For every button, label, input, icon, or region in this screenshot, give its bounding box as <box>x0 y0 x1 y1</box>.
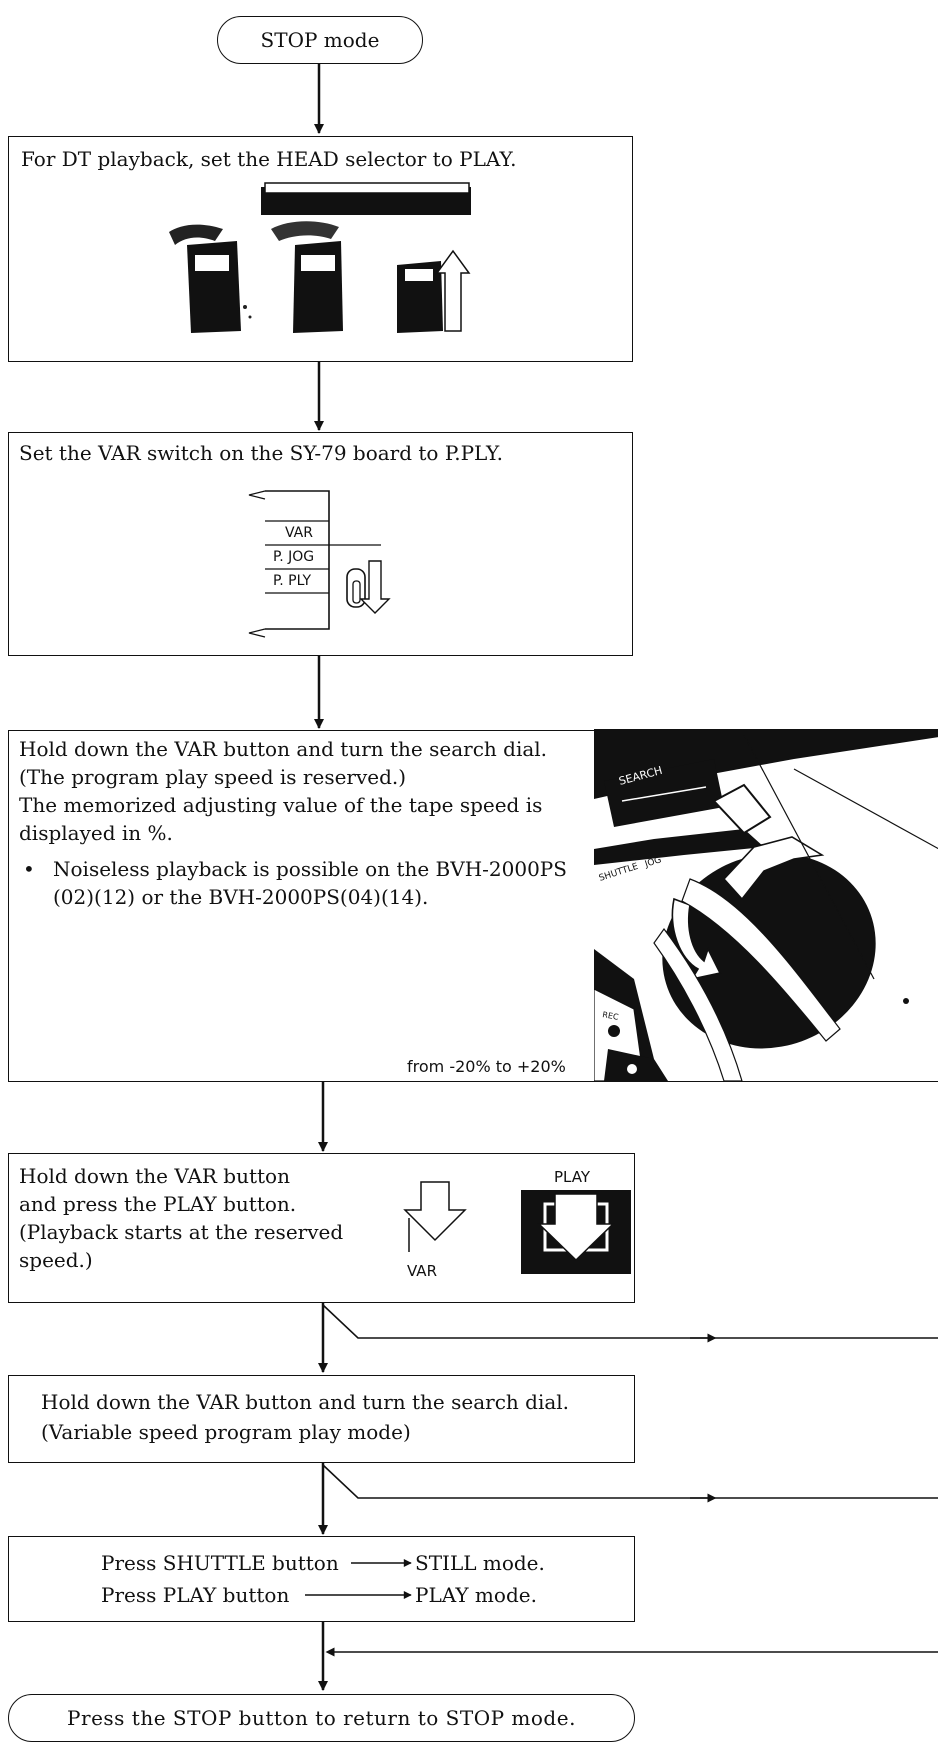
play-button-icon <box>521 1190 631 1280</box>
switch-label-pjog: P. JOG <box>273 546 314 568</box>
speed-range-label: from -20% to +20% <box>407 1055 566 1079</box>
var-button-label: VAR <box>407 1260 437 1282</box>
branch-out-step5 <box>323 1465 938 1498</box>
search-dial-photo: SEARCH SHUTTLE JOG REC <box>594 729 938 1081</box>
step1-box: For DT playback, set the HEAD selector t… <box>8 136 633 362</box>
step4-line-1: Hold down the VAR button <box>19 1162 290 1190</box>
switch-label-pply: P. PLY <box>273 570 311 592</box>
step3-bullet-line-1: Noiseless playback is possible on the BV… <box>53 855 567 883</box>
head-switch-right-play <box>397 251 469 333</box>
step4-line-2: and press the PLAY button. <box>19 1190 296 1218</box>
step3-line-1: Hold down the VAR button and turn the se… <box>19 735 547 763</box>
head-switch-left <box>169 225 252 333</box>
var-button-icon <box>399 1180 469 1270</box>
step3-line-4: displayed in %. <box>19 819 173 847</box>
var-switch-illustration <box>9 433 634 657</box>
bullet-dot: • <box>23 855 35 883</box>
play-button-label: PLAY <box>554 1166 590 1188</box>
step3-box: Hold down the VAR button and turn the se… <box>8 730 938 1082</box>
end-label: Press the STOP button to return to STOP … <box>67 1706 576 1730</box>
step2-box: Set the VAR switch on the SY-79 board to… <box>8 432 633 656</box>
head-switch-middle <box>271 221 343 333</box>
step3-line-3: The memorized adjusting value of the tap… <box>19 791 542 819</box>
step3-bullet-line-2: (02)(12) or the BVH-2000PS(04)(14). <box>53 883 428 911</box>
switch-label-var: VAR <box>285 522 313 544</box>
step3-line-2: (The program play speed is reserved.) <box>19 763 406 791</box>
step4-line-4: speed.) <box>19 1246 93 1274</box>
start-label: STOP mode <box>261 28 380 52</box>
step6-box: Press SHUTTLE button STILL mode. Press P… <box>8 1536 635 1622</box>
step5-box: Hold down the VAR button and turn the se… <box>8 1375 635 1463</box>
branch-out-step4 <box>323 1305 938 1338</box>
step5-line-1: Hold down the VAR button and turn the se… <box>41 1388 569 1416</box>
step4-line-3: (Playback starts at the reserved <box>19 1218 343 1246</box>
head-selector-illustration <box>9 137 634 363</box>
start-terminal: STOP mode <box>217 16 423 64</box>
step6-row-arrows <box>9 1537 636 1623</box>
step4-box: Hold down the VAR button and press the P… <box>8 1153 635 1303</box>
end-terminal: Press the STOP button to return to STOP … <box>8 1694 635 1742</box>
step5-line-2: (Variable speed program play mode) <box>41 1418 411 1446</box>
